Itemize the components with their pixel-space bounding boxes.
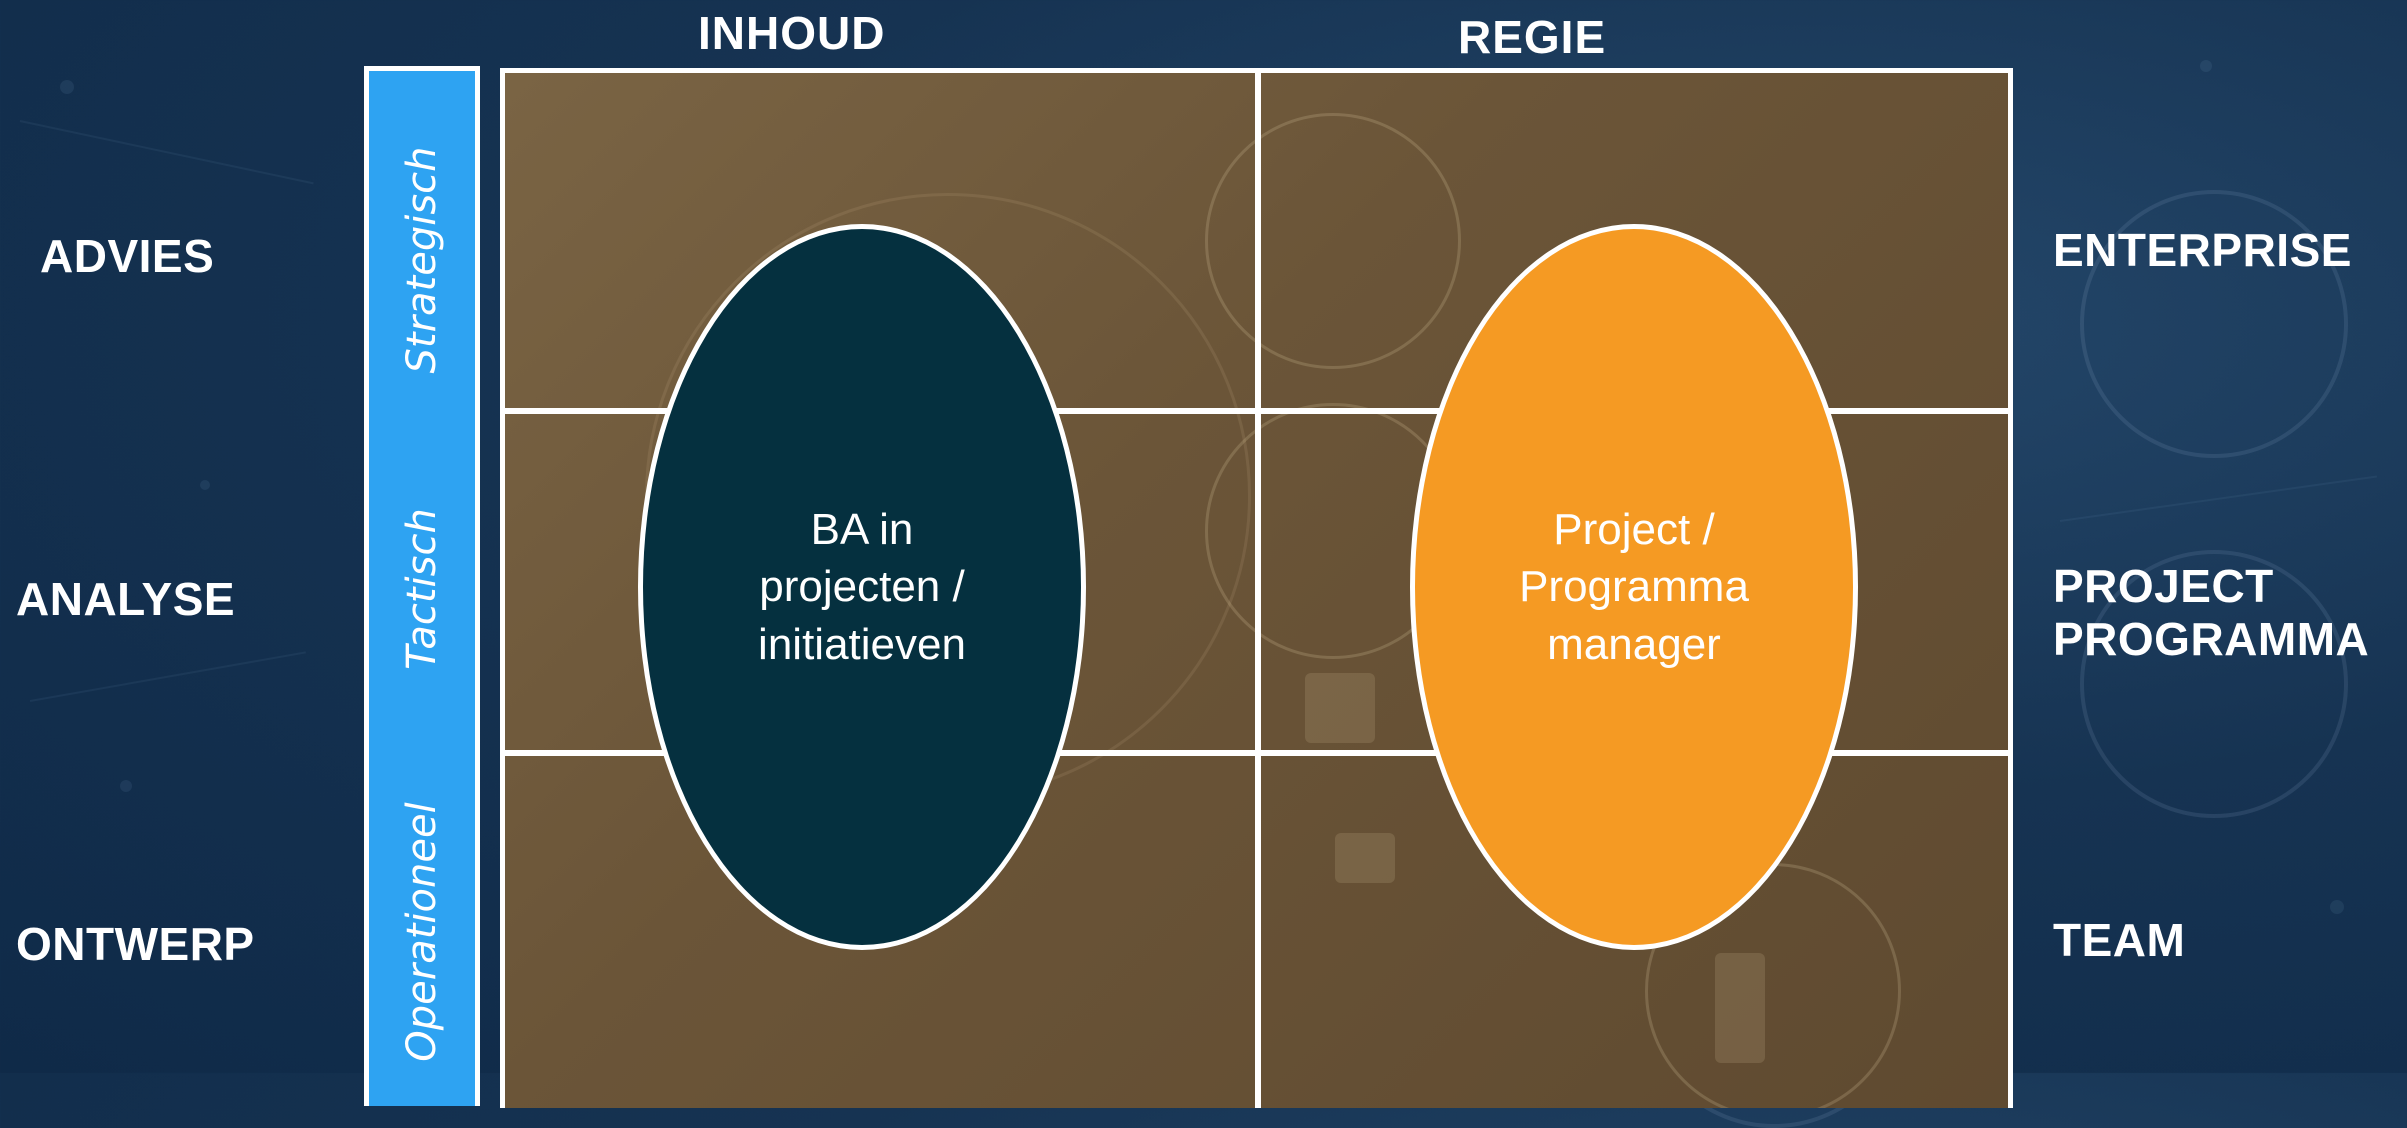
oval-project-manager: Project / Programma manager [1410, 224, 1858, 950]
oval-pm-line3: manager [1547, 619, 1721, 669]
level-bar: Strategisch Tactisch Operationeel [364, 66, 480, 1106]
oval-pm-line1: Project / [1553, 505, 1715, 555]
level-strategisch: Strategisch [399, 146, 445, 374]
oval-ba-line3: initiatieven [758, 619, 966, 669]
oval-ba-line2: projecten / [759, 562, 965, 612]
row-label-analyse: ANALYSE [16, 573, 236, 625]
row-label-ontwerp: ONTWERP [16, 918, 255, 970]
row-label-project: PROJECT [2053, 560, 2274, 612]
grid-divider-bottom [505, 750, 2008, 756]
oval-ba-projecten: BA in projecten / initiatieven [638, 224, 1086, 950]
row-label-advies: ADVIES [40, 230, 215, 282]
row-label-programma: PROGRAMMA [2053, 612, 2370, 665]
level-operationeel: Operationeel [399, 802, 445, 1062]
grid-divider-top [505, 408, 2008, 414]
grid-divider-vertical [1255, 73, 1261, 1108]
oval-pm-line2: Programma [1519, 562, 1749, 612]
oval-ba-line1: BA in [810, 505, 914, 555]
row-label-team: TEAM [2053, 914, 2186, 966]
column-header-regie: REGIE [1458, 11, 1607, 63]
row-label-project-programma: PROJECT PROGRAMMA [2053, 560, 2369, 666]
column-header-inhoud: INHOUD [698, 7, 886, 59]
level-tactisch: Tactisch [399, 508, 445, 670]
row-label-enterprise: ENTERPRISE [2053, 224, 2352, 276]
